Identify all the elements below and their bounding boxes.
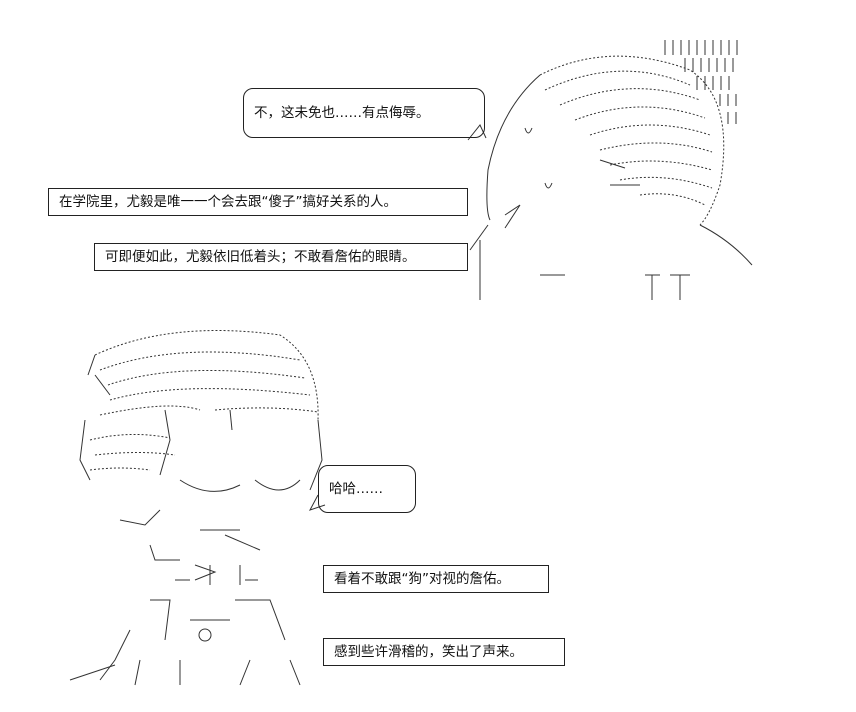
narration-caption-3-text: 看着不敢跟“狗”对视的詹佑。 [334,571,510,587]
narration-caption-4-text: 感到些许滑稽的，笑出了声来。 [334,644,523,660]
speech-bubble-top: 不，这未免也……有点侮辱。 [243,88,485,138]
narration-caption-4: 感到些许滑稽的，笑出了声来。 [323,638,565,666]
narration-caption-2-text: 可即便如此，尤毅依旧低着头；不敢看詹佑的眼睛。 [105,249,416,265]
speech-bubble-top-text: 不，这未免也……有点侮辱。 [254,105,430,121]
speech-bubble-haha-text: 哈哈…… [329,481,383,497]
narration-caption-1: 在学院里，尤毅是唯一一个会去跟“傻子”搞好关系的人。 [48,188,468,216]
speech-bubble-haha: 哈哈…… [318,465,416,513]
narration-caption-3: 看着不敢跟“狗”对视的詹佑。 [323,565,549,593]
narration-caption-2: 可即便如此，尤毅依旧低着头；不敢看詹佑的眼睛。 [94,243,468,271]
narration-caption-1-text: 在学院里，尤毅是唯一一个会去跟“傻子”搞好关系的人。 [59,194,397,210]
